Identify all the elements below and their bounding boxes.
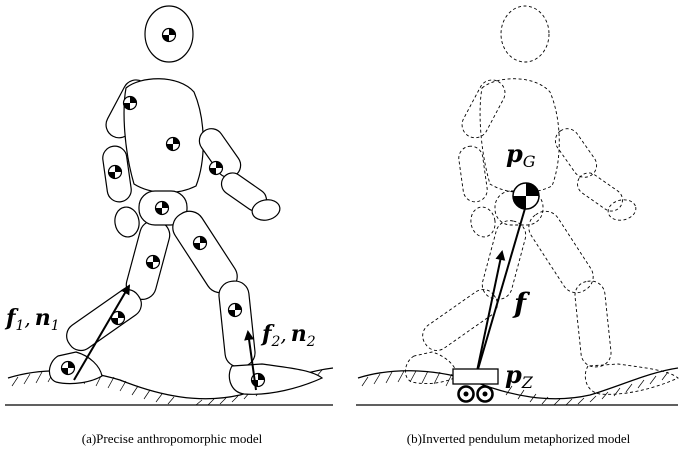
cart-wheel [478, 387, 493, 402]
label-f2-n2: f2,n2 [260, 321, 316, 350]
com-marker [62, 362, 75, 375]
caption-right: (b)Inverted pendulum metaphorized model [356, 428, 681, 450]
cart [453, 369, 498, 402]
cart-wheel [459, 387, 474, 402]
com-marker [194, 237, 207, 250]
right-panel: pG f pZ [356, 6, 678, 405]
chest [124, 79, 203, 193]
com-marker [163, 29, 176, 42]
com-marker [210, 162, 223, 175]
caption-left: (a)Precise anthropomorphic model [22, 428, 322, 450]
label-f1-n1: f1,n1 [4, 305, 60, 334]
cart-body [453, 369, 498, 384]
com-marker-large [513, 183, 539, 209]
com-marker [156, 202, 169, 215]
left-panel: f1,n1 f2,n2 [4, 6, 333, 405]
label-f: f [512, 287, 531, 320]
com-marker [109, 166, 122, 179]
label-pG: pG [506, 139, 536, 171]
back-hand [113, 205, 142, 239]
com-marker [229, 304, 242, 317]
force-arrow-f [476, 252, 502, 376]
com-marker [147, 256, 160, 269]
dashed-body-outline [405, 6, 678, 394]
com-marker [167, 138, 180, 151]
back-shin [62, 284, 147, 355]
front-foot [229, 364, 322, 394]
com-marker [124, 97, 137, 110]
label-pZ: pZ [505, 360, 534, 392]
